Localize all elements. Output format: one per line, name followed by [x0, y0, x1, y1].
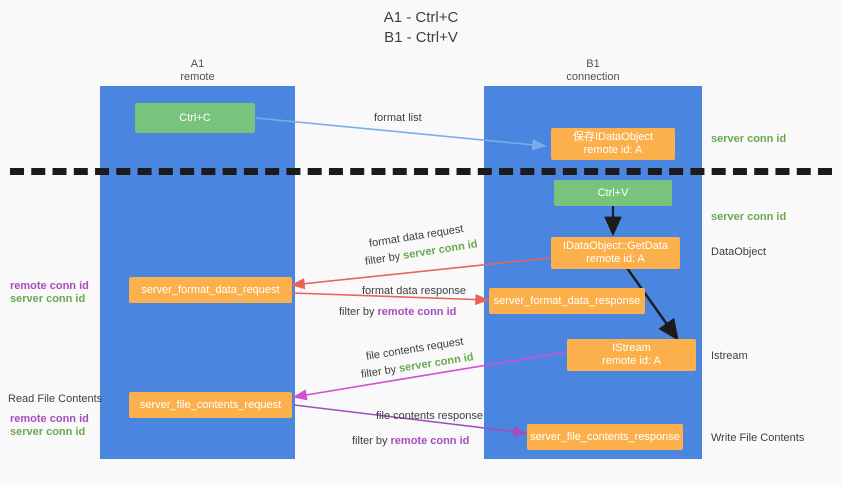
- node-server-format-data-request[interactable]: server_format_data_request: [129, 277, 292, 303]
- edge-label-file-contents-response-filter: filter by remote conn id: [352, 434, 469, 448]
- edge-label-file-contents-response: file contents response: [376, 410, 484, 422]
- node-server-file-contents-request[interactable]: server_file_contents_request: [129, 392, 292, 418]
- node-save-idataobject[interactable]: 保存IDataObject remote id: A: [551, 128, 675, 160]
- right-label-write-file-contents: Write File Contents: [711, 432, 805, 444]
- filter-prefix-4: filter by: [352, 435, 391, 447]
- filter-prefix-1: filter by: [364, 249, 405, 268]
- node-istream-line1: IStream: [612, 342, 651, 354]
- left-label-server-conn-id-1: server conn id: [10, 293, 86, 305]
- node-server-format-data-request-label: server_format_data_request: [141, 283, 280, 296]
- right-label-istream: Istream: [711, 350, 748, 362]
- left-label-remote-conn-id-1: remote conn id: [10, 280, 89, 292]
- node-ctrl-v[interactable]: Ctrl+V: [554, 180, 672, 206]
- lane-header-a1: A1 remote: [180, 58, 215, 83]
- node-istream-line2: remote id: A: [602, 355, 661, 367]
- right-label-server-conn-id-top: server conn id: [711, 133, 787, 145]
- node-ctrl-c[interactable]: Ctrl+C: [135, 103, 255, 133]
- filter-prefix-3: filter by: [360, 362, 401, 381]
- node-save-idataobject-line1: 保存IDataObject: [572, 131, 654, 143]
- node-istream[interactable]: IStream remote id: A: [567, 339, 696, 371]
- left-label-remote-conn-id-2: remote conn id: [10, 413, 89, 425]
- filter-value-remote-conn-id-1: remote conn id: [377, 306, 457, 318]
- phase-separator: [10, 168, 832, 175]
- edge-label-format-data-response: format data response: [362, 285, 466, 297]
- page-title: A1 - Ctrl+C B1 - Ctrl+V: [383, 9, 459, 46]
- node-server-file-contents-request-label: server_file_contents_request: [139, 398, 282, 411]
- filter-prefix-2: filter by: [339, 306, 378, 318]
- node-server-file-contents-response-label: server_file_contents_response: [530, 430, 680, 443]
- node-server-format-data-response-label: server_format_data_response: [493, 294, 641, 307]
- node-ctrl-v-label: Ctrl+V: [597, 186, 629, 199]
- node-ctrl-c-label: Ctrl+C: [179, 111, 211, 124]
- left-label-server-conn-id-2: server conn id: [10, 426, 86, 438]
- edge-label-format-list: format list: [374, 112, 422, 124]
- edge-label-format-data-response-filter: filter by remote conn id: [339, 305, 456, 319]
- filter-value-remote-conn-id-2: remote conn id: [390, 435, 470, 447]
- node-save-idataobject-line2: remote id: A: [583, 144, 643, 156]
- node-idataobject-getdata[interactable]: IDataObject::GetData remote id: A: [551, 237, 680, 269]
- lane-header-b1: B1 connection: [566, 58, 620, 83]
- right-label-server-conn-id-mid: server conn id: [711, 211, 787, 223]
- node-server-format-data-response[interactable]: server_format_data_response: [489, 288, 645, 314]
- left-label-read-file-contents: Read File Contents: [8, 393, 103, 405]
- node-idataobject-getdata-line2: remote id: A: [586, 253, 645, 265]
- node-idataobject-getdata-line1: IDataObject::GetData: [562, 240, 669, 252]
- right-label-dataobject: DataObject: [711, 246, 767, 258]
- node-server-file-contents-response[interactable]: server_file_contents_response: [527, 424, 683, 450]
